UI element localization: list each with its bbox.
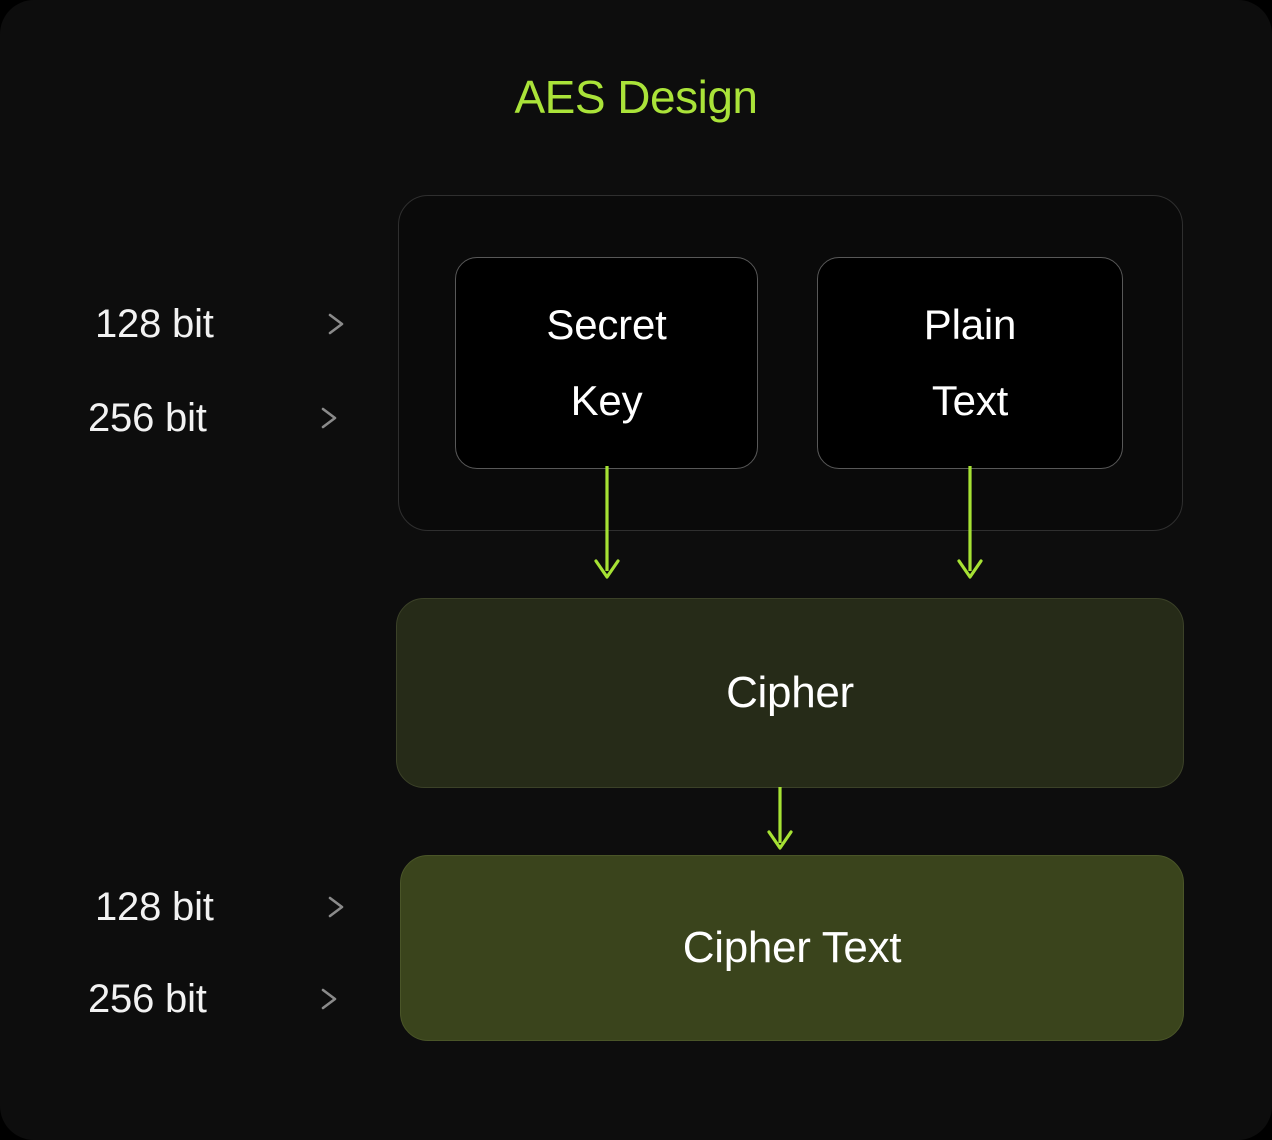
node-secret-key-line1: Secret [546, 301, 667, 349]
page-title: AES Design [514, 71, 758, 123]
arrow-right-icon [231, 313, 344, 335]
label-key-size-256-bottom: 256 bit [88, 976, 207, 1021]
label-key-size-256-top: 256 bit [88, 395, 207, 440]
node-plain-text[interactable]: Plain Text [817, 257, 1123, 469]
label-row-key-size-256-bottom: 256 bit [88, 969, 345, 1029]
node-cipher[interactable]: Cipher [396, 598, 1184, 788]
arrow-right-icon [224, 407, 337, 429]
label-key-size-128-top: 128 bit [95, 301, 214, 346]
arrow-right-icon [231, 896, 344, 918]
label-row-key-size-128-top: 128 bit [95, 294, 352, 354]
node-secret-key[interactable]: Secret Key [455, 257, 758, 469]
node-secret-key-line2: Key [570, 377, 643, 424]
arrow-right-icon [224, 988, 337, 1010]
node-plain-text-line1: Plain [923, 301, 1017, 349]
label-row-key-size-256-top: 256 bit [88, 388, 345, 448]
node-cipher-label: Cipher [726, 668, 854, 717]
edge-cipher-to-cipher-text-arrow-icon [767, 787, 793, 850]
label-key-size-128-bottom: 128 bit [95, 884, 214, 929]
node-plain-text-line2: Text [931, 377, 1009, 424]
label-row-key-size-128-bottom: 128 bit [95, 877, 352, 937]
node-cipher-text[interactable]: Cipher Text [400, 855, 1184, 1041]
node-cipher-text-label: Cipher Text [682, 923, 902, 972]
